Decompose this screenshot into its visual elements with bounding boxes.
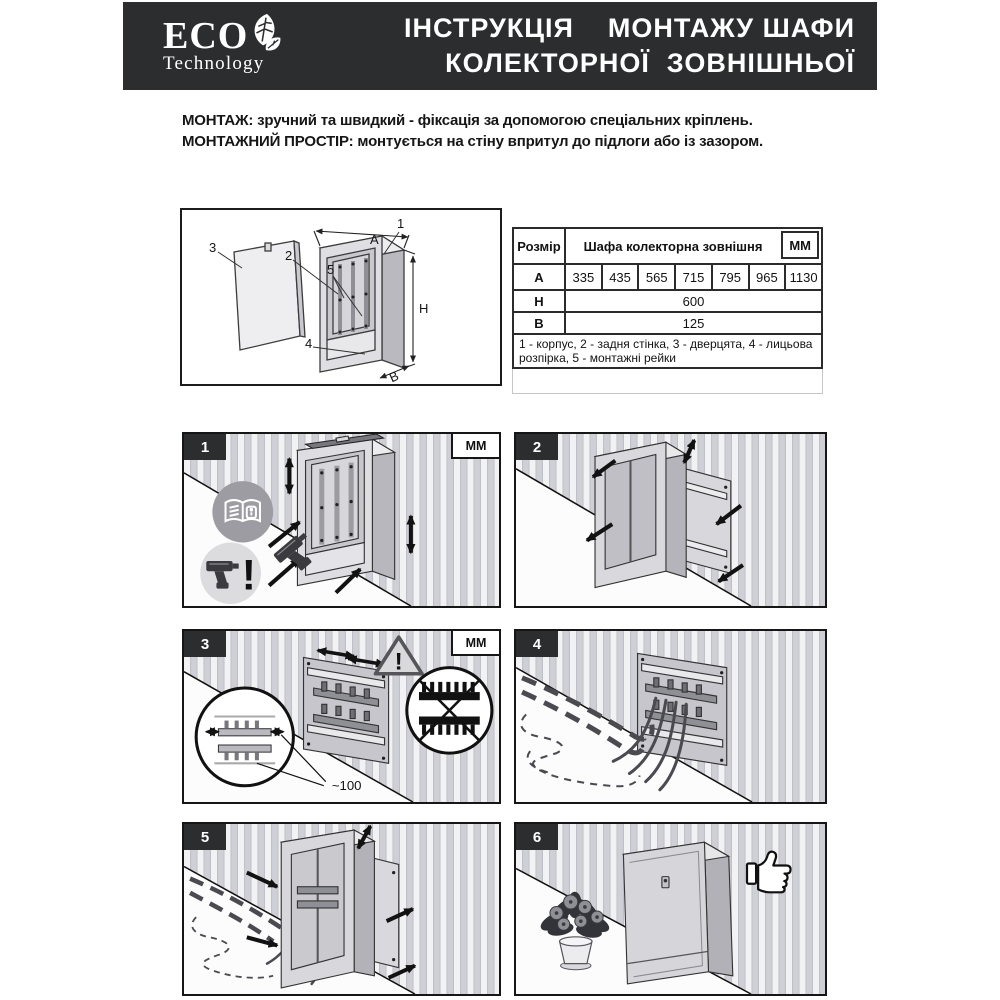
step-panel-6: 6	[514, 822, 827, 996]
header-banner: ECO Technology ІНСТРУКЦІЯ МОНТАЖУ ШАФИ К…	[123, 2, 877, 90]
back-panel-with-manifold	[637, 652, 728, 767]
prohibited-circle	[405, 666, 494, 755]
table-header-product: Шафа колекторна зовнішня ММ	[564, 227, 823, 265]
mounting-arrows	[267, 457, 416, 595]
step-number-badge: 5	[184, 824, 226, 850]
mm-unit-box: ММ	[781, 231, 819, 259]
cabinet-frame	[593, 441, 688, 589]
cabinet-body	[318, 234, 406, 373]
floor-heating-loops	[520, 713, 641, 788]
step-number-badge: 1	[184, 434, 226, 460]
floor-area	[184, 866, 415, 994]
step-number-badge: 3	[184, 631, 226, 657]
table-header-size: Розмір	[512, 227, 566, 265]
exploded-view-drawing: 3 2 5 4 1 A H B	[209, 216, 428, 384]
step-number-badge: 2	[516, 434, 558, 460]
drill-icon	[273, 532, 312, 571]
title-line-1: ІНСТРУКЦІЯ МОНТАЖУ ШАФИ	[404, 13, 855, 43]
assembly-arrows	[245, 824, 417, 980]
potted-plant	[540, 891, 610, 971]
cabinet-frame	[295, 438, 397, 587]
step-number-badge: 4	[516, 631, 558, 657]
step-5-illustration	[184, 824, 417, 994]
table-row-b: B 125	[512, 311, 823, 335]
table-legend: 1 - корпус, 2 - задня стінка, 3 - дверця…	[512, 333, 823, 369]
manual-icon	[212, 481, 274, 543]
step-number-badge: 6	[516, 824, 558, 850]
step-3-illustration: !	[184, 635, 494, 802]
dim-label-a: A	[370, 232, 379, 247]
step-panel-5: 5	[182, 822, 501, 996]
cabinet-frame	[279, 829, 377, 989]
unit-badge: ММ	[451, 631, 499, 656]
part-label-3: 3	[209, 240, 216, 255]
eco-technology-logo: ECO Technology	[163, 13, 287, 74]
spirit-level	[304, 434, 386, 449]
size-table: Розмір Шафа колекторна зовнішня ММ A 335…	[512, 227, 823, 394]
step-2-illustration	[516, 438, 752, 606]
logo-eco-text: ECO	[163, 15, 249, 57]
unit-badge: ММ	[451, 434, 499, 459]
step-panel-1: ! 1 ММ	[182, 432, 501, 608]
closed-cabinet	[621, 841, 734, 985]
step-panel-2: 2	[514, 432, 827, 608]
title-line-2: КОЛЕКТОРНОЇ ЗОВНІШНЬОЇ	[445, 48, 855, 78]
step-4-illustration	[516, 652, 753, 802]
leader-lines	[217, 231, 400, 355]
leaf-icon	[254, 13, 281, 51]
supply-pipes-dashed	[189, 876, 285, 944]
logo-technology-text: Technology	[163, 53, 265, 74]
spacing-arrows	[316, 647, 387, 668]
technical-drawing-box: 3 2 5 4 1 A H B	[180, 208, 502, 386]
warning-glyph: !	[395, 649, 403, 676]
assembly-arrows	[585, 438, 745, 584]
drill-warning-icon: !	[200, 542, 261, 604]
thumbs-up-icon	[745, 850, 792, 894]
table-empty-row	[512, 369, 823, 394]
intro-line-prostir: МОНТАЖНИЙ ПРОСТІР: монтується на стіну в…	[182, 133, 763, 150]
dimension-lines	[313, 228, 416, 379]
spacing-annotation: ~100	[332, 778, 362, 793]
part-label-1: 1	[397, 216, 404, 231]
step-6-illustration	[516, 841, 792, 994]
page-title: ІНСТРУКЦІЯ МОНТАЖУ ШАФИ КОЛЕКТОРНОЇ ЗОВН…	[404, 11, 855, 81]
intro-line-montazh: МОНТАЖ: зручний та швидкий - фіксація за…	[182, 112, 753, 129]
dim-label-h: H	[419, 301, 428, 316]
intro-text: МОНТАЖ: зручний та швидкий - фіксація за…	[182, 110, 763, 152]
cabinet-door	[233, 240, 306, 351]
part-label-5: 5	[327, 262, 334, 277]
step-1-illustration: !	[184, 434, 416, 606]
step-panel-3: !	[182, 629, 501, 804]
step-panel-4: 4	[514, 629, 827, 804]
exclamation-glyph: !	[242, 551, 256, 599]
table-row-h: H 600	[512, 289, 823, 313]
warning-icon: !	[373, 635, 424, 676]
part-label-4: 4	[305, 336, 312, 351]
back-panel-with-manifold	[302, 656, 390, 764]
part-label-2: 2	[285, 248, 292, 263]
table-row-a: A 335 435 565 715 795 965 1130	[512, 263, 823, 291]
supply-pipes-dashed	[521, 675, 655, 756]
detail-circle	[194, 686, 327, 788]
